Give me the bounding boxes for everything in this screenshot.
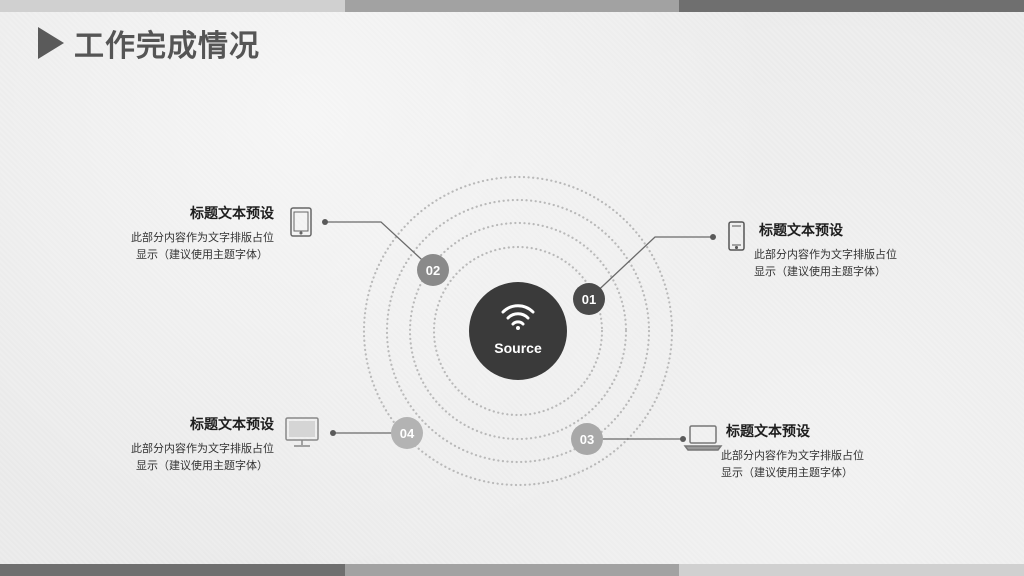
item-01: 标题文本预设 此部分内容作为文字排版占位 显示（建议使用主题字体） [754, 220, 944, 280]
connector-dot-03 [680, 436, 686, 442]
item-01-desc-line2: 显示（建议使用主题字体） [754, 265, 886, 278]
page-title-text: 工作完成情况 [74, 29, 260, 64]
connector-02 [325, 221, 434, 271]
monitor-icon [285, 417, 319, 447]
bottom-bar-segment-mid [345, 564, 679, 576]
item-02-desc-line1: 此部分内容作为文字排版占位 [131, 231, 274, 244]
item-03-desc-line2: 显示（建议使用主题字体） [721, 466, 853, 479]
bottom-bar-segment-light [679, 564, 1024, 576]
concentric-rings [362, 175, 674, 487]
top-decorative-bar [0, 0, 1024, 12]
item-02-desc-line2: 显示（建议使用主题字体） [136, 248, 268, 261]
ring-1 [432, 245, 604, 417]
connector-dot-01 [710, 234, 716, 240]
wifi-icon [501, 304, 535, 330]
badge-01-number: 01 [582, 292, 596, 307]
top-bar-segment-dark [679, 0, 1024, 12]
item-04-desc-line1: 此部分内容作为文字排版占位 [131, 442, 274, 455]
badge-03-number: 03 [580, 432, 594, 447]
item-03: 标题文本预设 此部分内容作为文字排版占位 显示（建议使用主题字体） [721, 421, 911, 481]
item-03-desc-line1: 此部分内容作为文字排版占位 [721, 449, 864, 462]
play-triangle-icon [38, 27, 64, 59]
connector-end-dots [322, 219, 716, 442]
page-title: 工作完成情况 [38, 23, 260, 64]
source-label: Source [494, 340, 542, 356]
badge-02-number: 02 [426, 263, 440, 278]
badge-02: 02 [417, 254, 449, 286]
connector-01 [588, 236, 713, 300]
bottom-decorative-bar [0, 564, 1024, 576]
smartphone-icon [728, 221, 745, 251]
tablet-icon [290, 207, 312, 237]
item-01-desc-line1: 此部分内容作为文字排版占位 [754, 248, 897, 261]
badge-04-number: 04 [400, 426, 415, 441]
item-01-title: 标题文本预设 [759, 223, 843, 239]
badge-04: 04 [391, 417, 423, 449]
source-center-circle [469, 282, 567, 380]
ring-3 [385, 198, 651, 464]
top-bar-segment-light [0, 0, 345, 12]
ring-outer [362, 175, 674, 487]
connector-dot-04 [330, 430, 336, 436]
laptop-icon [683, 425, 723, 451]
badge-01: 01 [573, 283, 605, 315]
top-bar-segment-mid [345, 0, 679, 12]
item-02-title: 标题文本预设 [190, 206, 274, 222]
item-04: 标题文本预设 此部分内容作为文字排版占位 显示（建议使用主题字体） [100, 414, 274, 474]
bottom-bar-segment-dark [0, 564, 345, 576]
item-04-title: 标题文本预设 [190, 417, 274, 433]
item-04-desc-line2: 显示（建议使用主题字体） [136, 459, 268, 472]
ring-2 [408, 221, 628, 441]
item-02: 标题文本预设 此部分内容作为文字排版占位 显示（建议使用主题字体） [100, 203, 274, 263]
connector-dot-02 [322, 219, 328, 225]
badge-03: 03 [571, 423, 603, 455]
item-03-title: 标题文本预设 [726, 424, 810, 440]
